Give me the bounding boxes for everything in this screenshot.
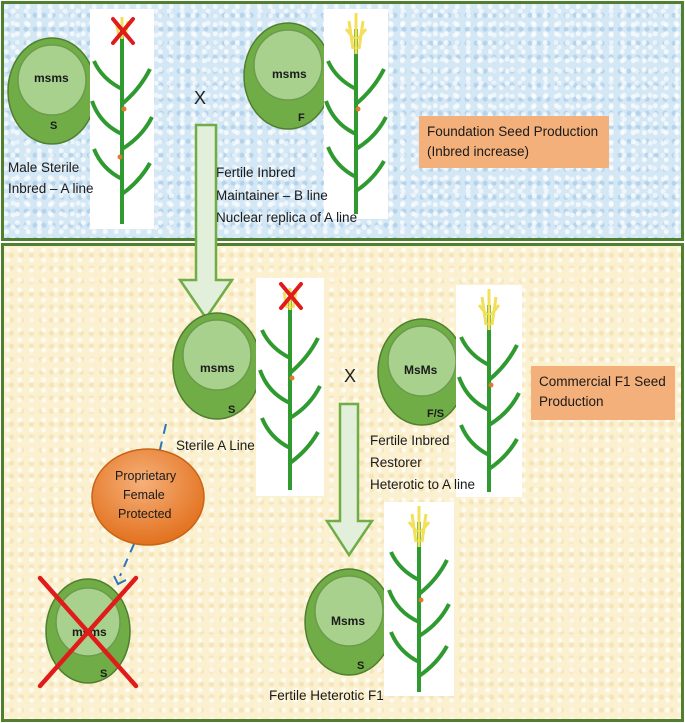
plant-b (324, 9, 388, 219)
remove-tassel-x-sterile-a (279, 282, 303, 310)
protected-line-3: Protected (118, 507, 172, 521)
restorer-circle (377, 318, 467, 426)
restorer-caption-line-3: Heterotic to A line (370, 477, 476, 492)
sterile-a-genotype: msms (200, 361, 235, 375)
node-b-caption-line-2: Maintainer – B line (216, 188, 328, 203)
remove-tassel-x-a (111, 17, 135, 45)
f1-caption: Fertile Heterotic F1 (269, 688, 384, 703)
foundation-stage-label: Foundation Seed Production (Inbred incre… (419, 116, 609, 168)
cross-symbol-bottom: X (344, 366, 357, 386)
arrow-maintain-to-a (177, 123, 235, 321)
f1-circle (304, 568, 394, 676)
node-b-cytoplasm: F (298, 112, 305, 124)
node-a-genotype: msms (34, 71, 69, 85)
crossed-out-cytoplasm: S (100, 668, 108, 680)
cross-symbol-top: X (194, 88, 207, 108)
sterile-a-caption: Sterile A Line (176, 438, 255, 453)
plant-sterile-a (256, 278, 324, 496)
f1-genotype: Msms (331, 614, 366, 628)
node-b-caption-line-1: Fertile Inbred (216, 165, 296, 180)
commercial-stage-label: Commercial F1 Seed Production (531, 366, 675, 420)
dash-arrow-to-crossed (113, 543, 135, 586)
sterile-a-circle (172, 312, 262, 420)
protected-female-ellipse (91, 448, 205, 546)
plant-f1 (384, 502, 454, 696)
arrow-cross-to-f1 (324, 402, 375, 558)
restorer-cytoplasm: F/S (427, 408, 445, 420)
foundation-stage-line-1: Foundation Seed Production (427, 124, 599, 139)
node-b-genotype: msms (272, 67, 307, 81)
node-b-caption-line-3: Nuclear replica of A line (216, 210, 358, 225)
foundation-stage-line-2: (Inbred increase) (427, 144, 530, 159)
plant-restorer (456, 285, 522, 497)
node-b-circle (243, 22, 333, 130)
protected-line-1: Proprietary (115, 469, 177, 483)
node-a-caption-line-1: Male Sterile (8, 160, 80, 175)
node-a-caption-line-2: Inbred – A line (8, 181, 94, 196)
restorer-caption-line-1: Fertile Inbred (370, 433, 450, 448)
f1-cytoplasm: S (357, 660, 365, 672)
commercial-stage-line-1: Commercial F1 Seed (539, 374, 666, 389)
protected-line-2: Female (123, 488, 165, 502)
restorer-genotype: MsMs (404, 363, 438, 377)
node-a-circle (7, 37, 97, 145)
restorer-caption-line-2: Restorer (370, 455, 422, 470)
sterile-a-cytoplasm: S (228, 404, 236, 416)
plant-a (90, 9, 154, 229)
reject-x-icon (37, 575, 139, 689)
commercial-stage-line-2: Production (539, 394, 604, 409)
node-a-cytoplasm: S (50, 120, 58, 132)
